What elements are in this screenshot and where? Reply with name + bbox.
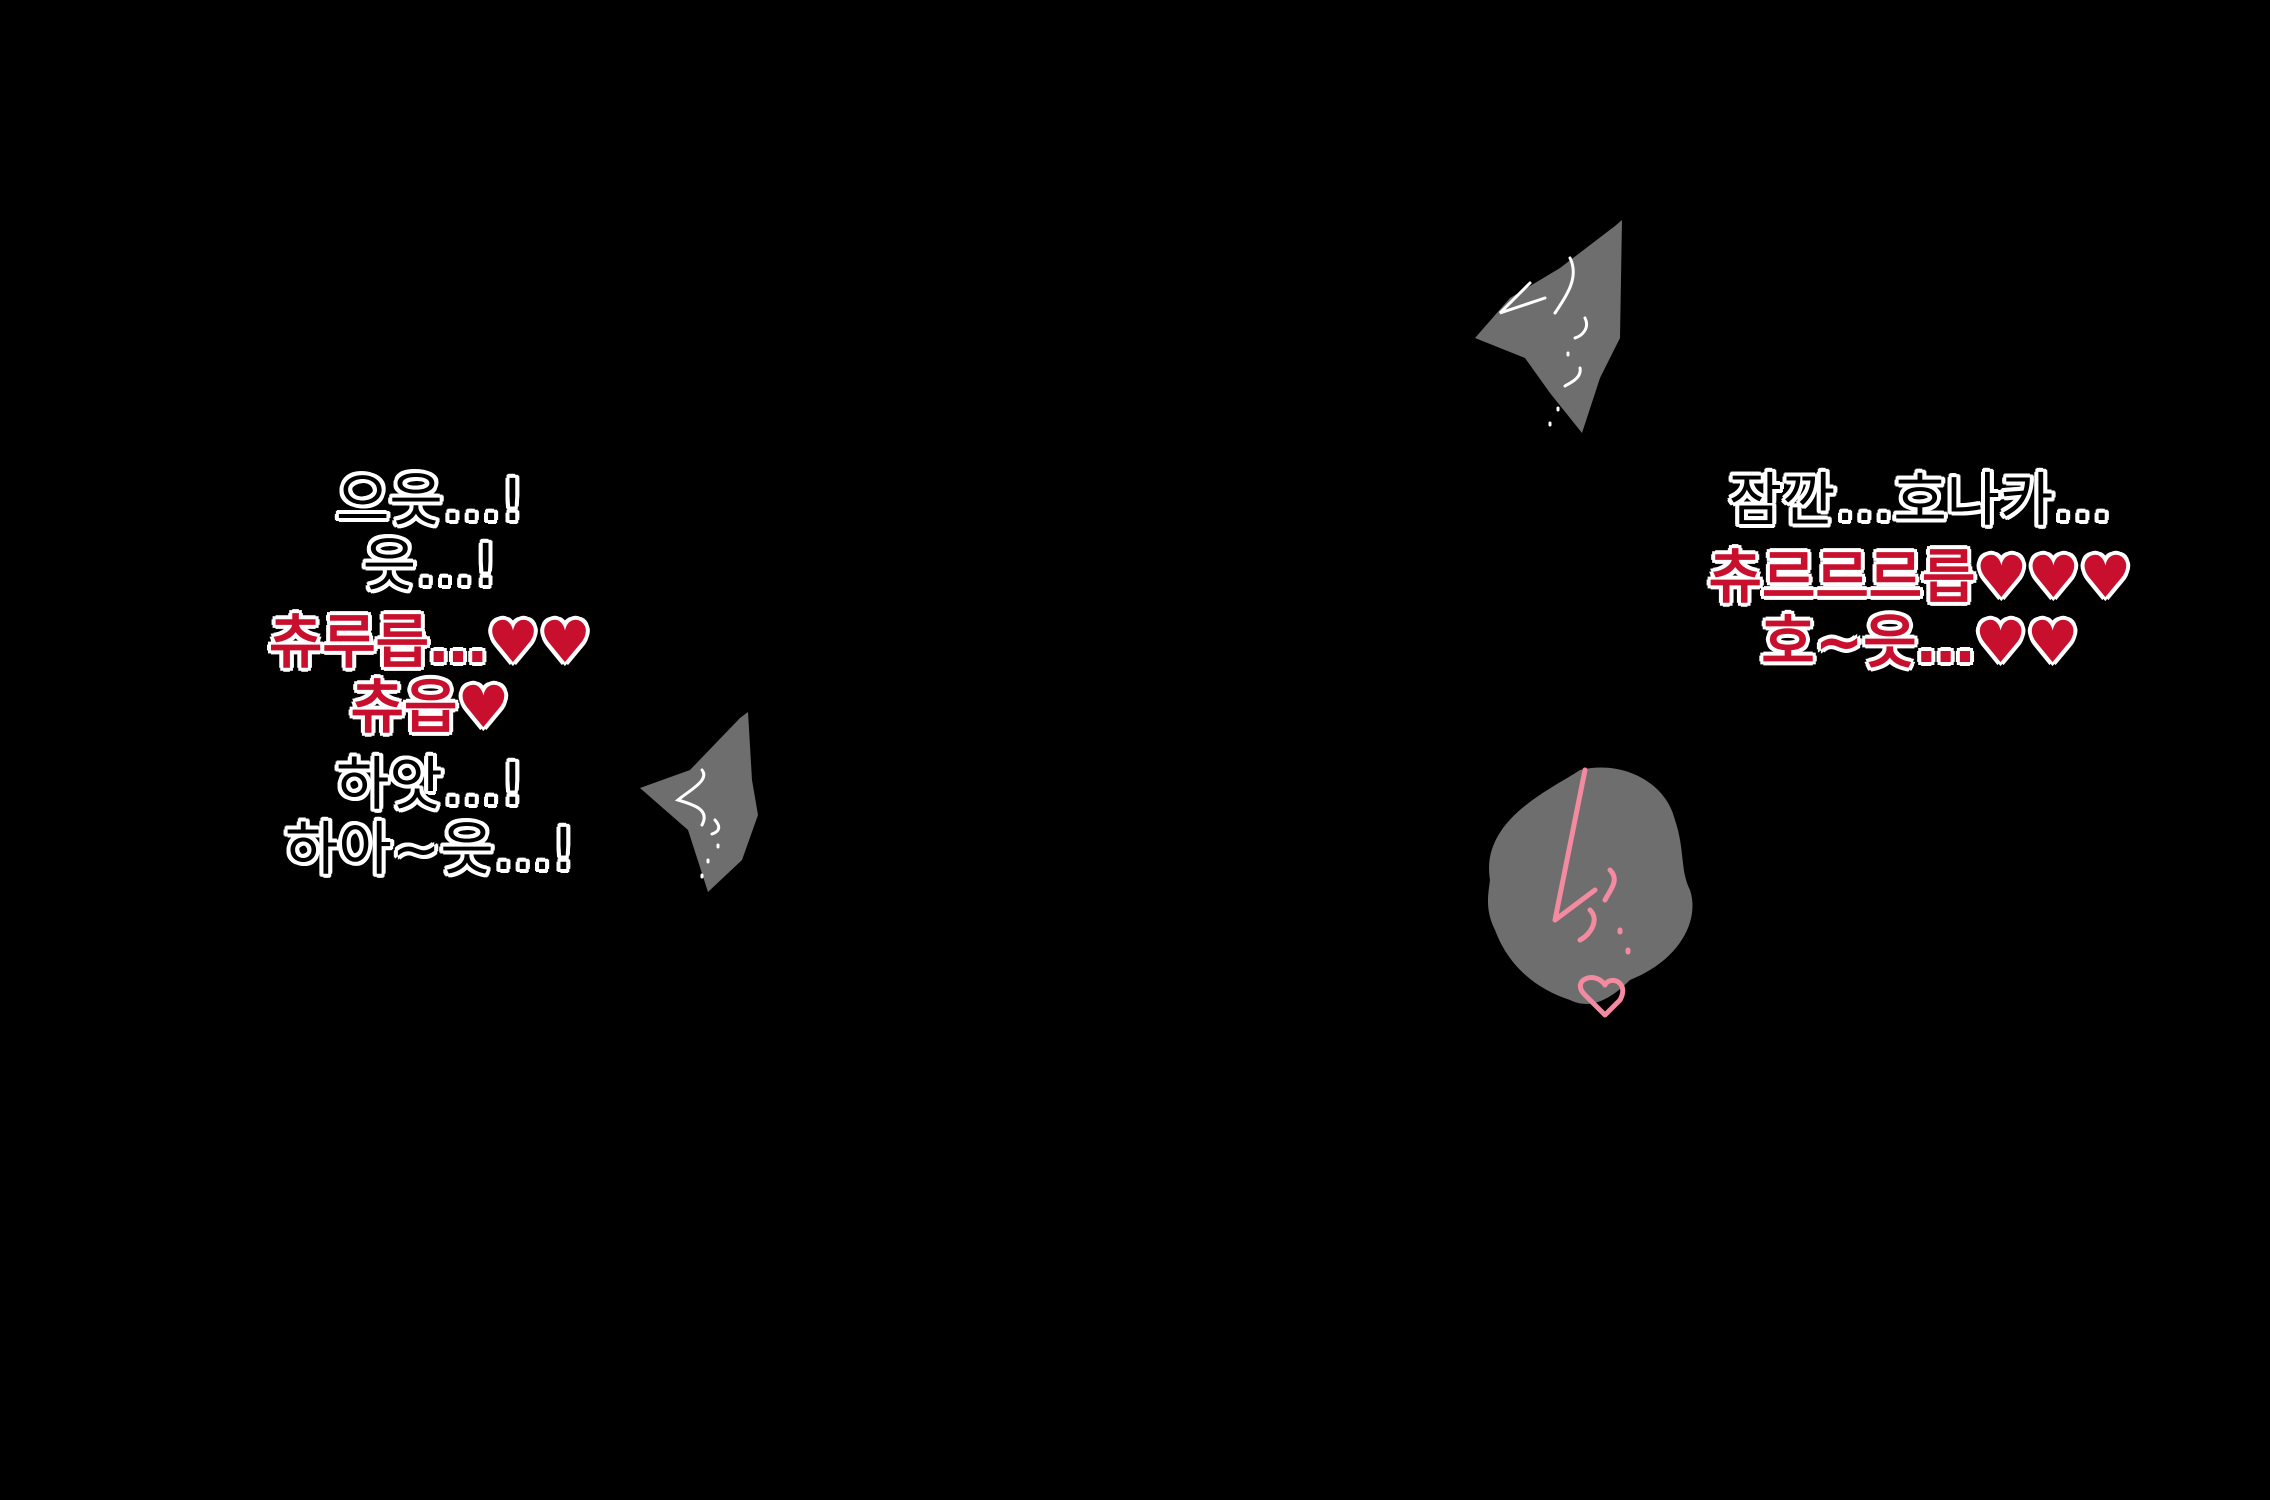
dialogue-line: 츄루릅…♥♥ — [268, 607, 592, 676]
sfx-shape-top-right — [1475, 220, 1622, 433]
sfx-shape-pink — [1487, 767, 1693, 1018]
dialogue-line: 읏…! — [362, 530, 498, 599]
dialogue-line: 츄읍♥ — [350, 672, 510, 741]
dialogue-block-right: 잠깐…호나카… 츄르르르릅♥♥♥ 호~읏…♥♥ — [1680, 468, 2160, 675]
dialogue-line: 으읏…! — [336, 466, 524, 534]
sfx-shape-left — [640, 712, 758, 892]
dialogue-line: 잠깐…호나카… — [1728, 466, 2112, 534]
dialogue-line: 하앗…! — [336, 749, 524, 818]
dialogue-line: 츄르르르릅♥♥♥ — [1708, 542, 2132, 611]
dialogue-line: 호~읏…♥♥ — [1761, 607, 2079, 676]
dialogue-line: 하아~읏…! — [285, 814, 575, 883]
dialogue-block-left: 으읏…! 읏…! 츄루릅…♥♥ 츄읍♥ 하앗…! 하아~읏…! — [230, 468, 630, 882]
